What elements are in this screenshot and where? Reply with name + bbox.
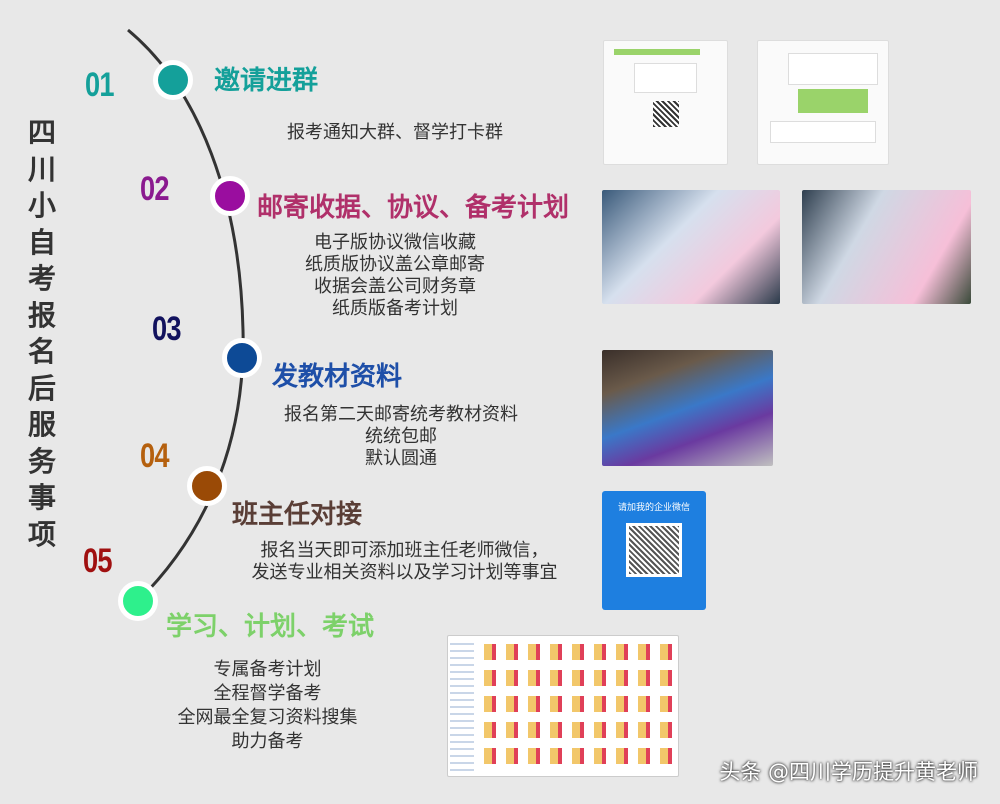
step-dot-2 [210,176,250,216]
step-heading-2: 邮寄收据、协议、备考计划 [257,193,570,223]
chat-screenshot-1 [603,40,728,165]
desc-line: 全程督学备考 [213,683,322,704]
step-number-2: 02 [140,170,169,208]
qr-code-icon [626,523,682,577]
desc-line: 报名第二天邮寄统考教材资料 [284,404,518,425]
step-heading-3: 发教材资料 [272,362,403,392]
desc-line: 报名当天即可添加班主任老师微信， [260,540,549,561]
agreement-photo-2 [802,190,971,304]
step-desc-2: 电子版协议微信收藏 纸质版协议盖公章邮寄 收据会盖公司财务章 纸质版备考计划 [280,232,510,320]
wecom-qr-card: 请加我的企业微信 [602,491,706,610]
step-heading-4: 班主任对接 [232,500,363,530]
step-number-4: 04 [140,437,169,475]
desc-line: 发送专业相关资料以及学习计划等事宜 [251,562,558,583]
step-heading-1: 邀请进群 [214,66,319,96]
step-number-1: 01 [85,66,114,104]
watermark: 头条 @四川学历提升黄老师 [719,760,978,784]
step-desc-5: 专属备考计划 全程督学备考 全网最全复习资料搜集 助力备考 [160,658,375,754]
step-heading-5: 学习、计划、考试 [166,612,375,642]
folder-screenshot [447,635,679,777]
step-dot-3 [222,338,262,378]
desc-line: 助力备考 [231,731,304,752]
step-dot-1 [153,60,193,100]
desc-line: 纸质版备考计划 [332,298,458,319]
qr-caption: 请加我的企业微信 [617,503,690,513]
chat-screenshot-2 [757,40,889,165]
desc-line: 收据会盖公司财务章 [314,276,476,297]
desc-line: 电子版协议微信收藏 [314,232,476,253]
textbooks-photo [602,350,773,466]
step-desc-1: 报考通知大群、督学打卡群 [270,122,520,144]
desc-line: 纸质版协议盖公章邮寄 [305,254,485,275]
desc-line: 统统包邮 [365,426,437,447]
step-dot-5 [118,581,158,621]
step-dot-4 [187,466,227,506]
step-number-3: 03 [152,310,181,348]
desc-line: 默认圆通 [365,448,437,469]
desc-line: 报考通知大群、督学打卡群 [287,122,503,143]
vertical-title: 四川小自考报名后服务事项 [27,116,56,551]
step-number-5: 05 [83,542,112,580]
step-desc-3: 报名第二天邮寄统考教材资料 统统包邮 默认圆通 [266,404,536,470]
desc-line: 全网最全复习资料搜集 [177,707,358,728]
step-desc-4: 报名当天即可添加班主任老师微信， 发送专业相关资料以及学习计划等事宜 [232,540,577,584]
desc-line: 专属备考计划 [213,659,322,680]
agreement-photo-1 [602,190,780,304]
